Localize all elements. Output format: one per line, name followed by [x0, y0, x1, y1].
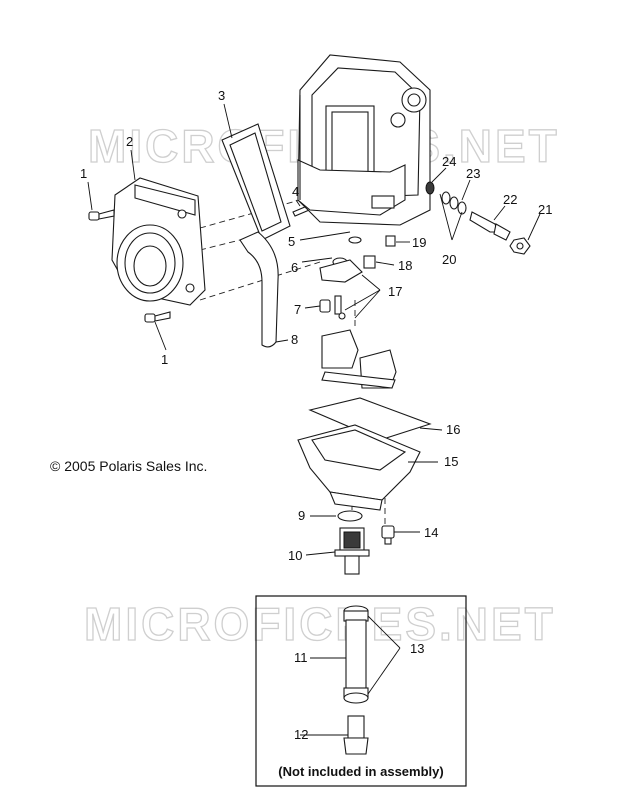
- carburetor-body: [297, 54, 431, 226]
- callout-13: 13: [410, 641, 424, 656]
- fitting-part-12: [343, 715, 369, 755]
- callout-22: 22: [503, 192, 517, 207]
- callout-8: 8: [291, 332, 298, 347]
- callout-4: 4: [292, 184, 299, 199]
- callout-19: 19: [412, 235, 426, 250]
- callout-3: 3: [218, 88, 225, 103]
- o-ring-part-9: [337, 510, 363, 522]
- callout-5: 5: [288, 234, 295, 249]
- copyright-text: © 2005 Polaris Sales Inc.: [50, 458, 207, 474]
- callout-20: 20: [442, 252, 456, 267]
- callout-1a: 1: [80, 166, 87, 181]
- callout-6: 6: [291, 260, 298, 275]
- callout-10: 10: [288, 548, 302, 563]
- callout-1b: 1: [161, 352, 168, 367]
- screw-part-22: [469, 211, 511, 241]
- hose-part-8: [239, 231, 279, 348]
- screw-part-14: [381, 525, 395, 545]
- clamp-part-13-top: [343, 605, 369, 622]
- jet-part-18: [363, 255, 376, 269]
- spring-part-23: [441, 191, 467, 215]
- screw-part-1-bottom: [144, 311, 171, 323]
- callout-9: 9: [298, 508, 305, 523]
- callout-18: 18: [398, 258, 412, 273]
- gasket-part-3: [221, 123, 291, 241]
- float-bowl-part-15: [297, 424, 421, 511]
- watermark-bottom: MICROFICHES.NET: [84, 598, 556, 650]
- callout-17: 17: [388, 284, 402, 299]
- callout-16: 16: [446, 422, 460, 437]
- float-parts-17: [319, 259, 397, 389]
- tube-part-11: [345, 619, 367, 691]
- callout-21: 21: [538, 202, 552, 217]
- clamp-part-13-bottom: [343, 687, 369, 704]
- callout-15: 15: [444, 454, 458, 469]
- screw-part-1-top: [88, 209, 115, 221]
- screw-part-7: [319, 299, 331, 313]
- callouts: 1 2 3 4 5 6 7 8 1 9 10 11 12 13 14 15 16…: [80, 88, 552, 742]
- callout-14: 14: [424, 525, 438, 540]
- drain-plug-part-10: [334, 527, 370, 575]
- leader-lines: [87, 103, 541, 736]
- callout-12: 12: [294, 727, 308, 742]
- callout-7: 7: [294, 302, 301, 317]
- washer-part-24: [425, 181, 435, 195]
- callout-2: 2: [126, 134, 133, 149]
- callout-24: 24: [442, 154, 456, 169]
- callout-11: 11: [294, 650, 308, 665]
- not-included-inset: (Not included in assembly): [255, 595, 467, 787]
- callout-23: 23: [466, 166, 480, 181]
- jet-part-19: [385, 235, 396, 247]
- washer-part-5: [348, 236, 362, 244]
- throttle-body-part-2: [111, 177, 206, 306]
- inset-note: (Not included in assembly): [278, 764, 443, 779]
- nut-part-21: [509, 237, 531, 255]
